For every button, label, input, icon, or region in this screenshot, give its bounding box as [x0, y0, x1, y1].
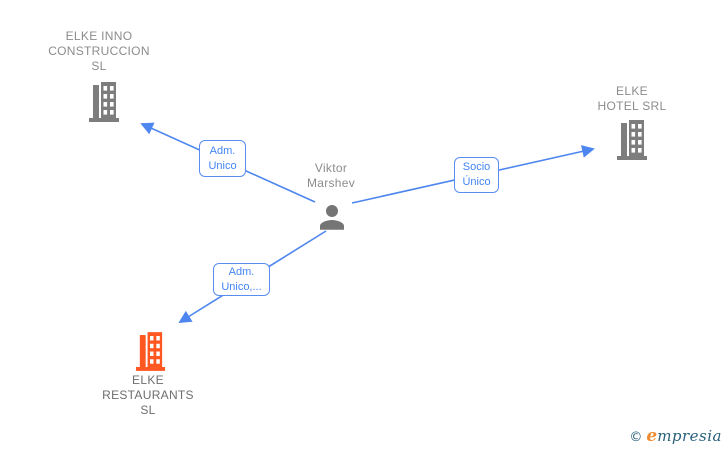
copyright-icon: ©	[629, 430, 643, 445]
edge-label-adm-unico[interactable]: Adm. Unico	[199, 140, 246, 177]
building-icon-elke-inno[interactable]	[88, 82, 120, 128]
company-label-elke-hotel[interactable]: ELKE HOTEL SRL	[597, 84, 667, 113]
person-icon[interactable]	[314, 199, 350, 240]
company-label-elke-restaurants[interactable]: ELKE RESTAURANTS SL	[102, 373, 194, 417]
company-label-elke-inno-construccion[interactable]: ELKE INNO CONSTRUCCION SL	[48, 29, 150, 73]
building-icon-elke-restaurants[interactable]	[135, 331, 166, 378]
brand-wordmark: empresia	[646, 426, 722, 446]
empresia-logo[interactable]: © empresia	[629, 426, 722, 446]
person-label-viktor-marshev[interactable]: Viktor Marshev	[306, 161, 356, 190]
edge-label-socio-unico[interactable]: Socio Único	[454, 157, 499, 193]
edge-label-adm-unico-more[interactable]: Adm. Unico,...	[213, 263, 270, 296]
building-icon-elke-hotel[interactable]	[616, 120, 648, 166]
